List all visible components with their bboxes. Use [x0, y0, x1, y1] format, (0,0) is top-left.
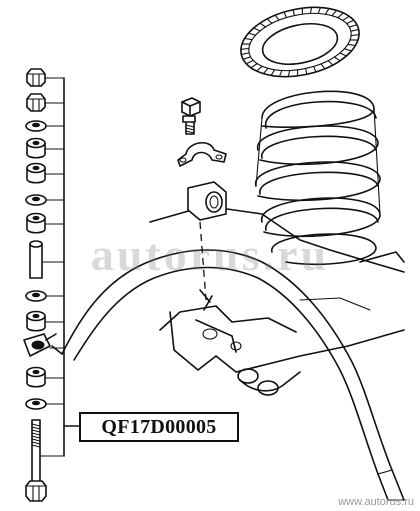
part-number-label[interactable]: QF17D00005 — [79, 412, 239, 442]
link-washer-3 — [25, 290, 47, 302]
link-nut-lock — [26, 93, 46, 112]
bolt-axis-line — [199, 221, 207, 301]
link-spacer-sleeve — [29, 240, 43, 279]
spring-seat-insulator — [240, 6, 360, 78]
link-bushing-3 — [26, 212, 46, 234]
link-bushing-5 — [26, 366, 46, 388]
link-long-bolt — [25, 419, 47, 502]
lower-control-arm — [149, 205, 405, 396]
bar-clamp-bracket — [177, 142, 227, 167]
bar-bracket-bolt — [181, 97, 201, 135]
link-washer-1 — [25, 120, 47, 132]
link-bushing-2 — [26, 162, 46, 184]
link-bushing-1 — [26, 137, 46, 159]
stabilizer-link-parts — [23, 68, 65, 502]
footer-url[interactable]: www.autorus.ru — [338, 496, 414, 508]
link-eye-bushing — [23, 333, 51, 357]
link-to-bar-connector — [45, 333, 63, 355]
coil-spring — [255, 90, 381, 266]
stabilizer-bushing — [187, 181, 227, 221]
link-bushing-4 — [26, 310, 46, 332]
bolt-axis-arrow — [199, 289, 213, 311]
link-washer-2 — [25, 194, 47, 206]
link-stack-bracket — [63, 77, 80, 457]
link-nut-top — [26, 68, 46, 87]
stabilizer-bar — [61, 249, 405, 501]
link-washer-4 — [25, 398, 47, 410]
